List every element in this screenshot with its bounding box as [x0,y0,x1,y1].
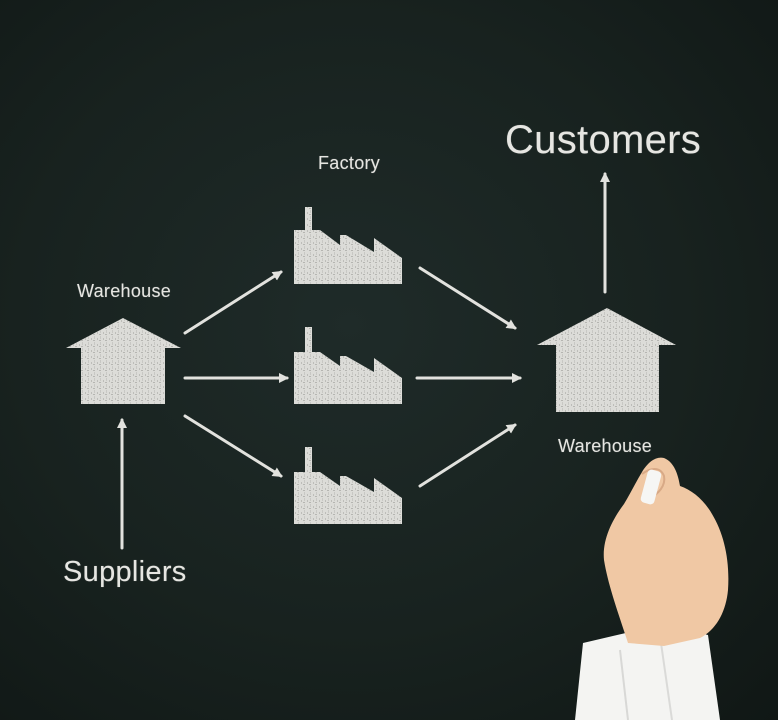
suppliers-label: Suppliers [63,556,187,588]
warehouse-right-label: Warehouse [558,436,653,456]
chalk-icon [640,469,662,505]
arrow [418,266,517,330]
factory-icon [294,447,402,524]
factory-icon [294,327,402,404]
factory-icon [294,207,402,284]
customers-label: Customers [505,118,702,162]
warehouse-icon [66,318,181,404]
sleeve [575,624,720,720]
factory-label: Factory [318,153,381,173]
arrow [183,270,283,335]
warehouse-icon [537,308,676,412]
arrow [183,414,283,478]
hand-icon [603,457,729,646]
warehouse-left-label: Warehouse [77,281,172,301]
arrow [418,423,517,488]
